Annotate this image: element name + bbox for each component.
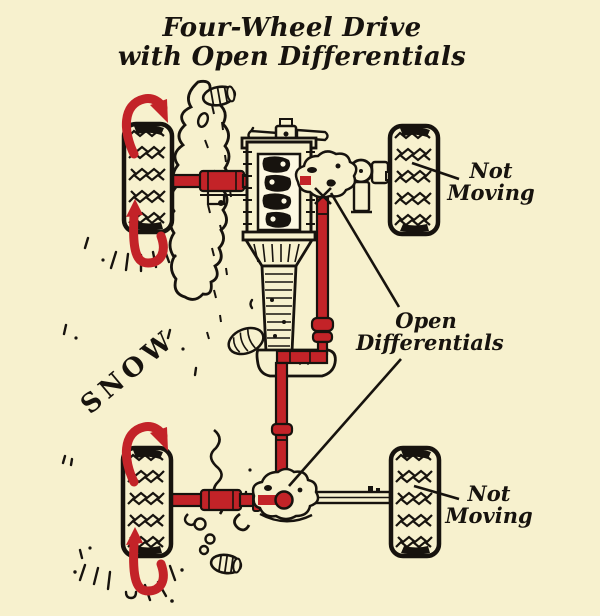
rotation-arrow-front-bottom	[126, 199, 168, 268]
blocked-x-mark	[314, 187, 332, 205]
rotation-arrow-front-top	[121, 94, 168, 159]
engine-cylinders	[262, 156, 292, 228]
label-open-differentials: Open Differentials	[356, 308, 504, 356]
front-driveshaft	[310, 184, 335, 356]
transfer-output-shaft	[275, 349, 329, 365]
pointer-line-front-not-moving	[411, 161, 460, 181]
rear-right-wheel	[391, 448, 439, 556]
label-not-moving-rear: Not Moving	[445, 481, 533, 529]
pointer-line-open-diff-front	[329, 192, 401, 308]
snow-chunk-top	[196, 85, 237, 128]
label-not-moving-front: Not Moving	[447, 158, 535, 206]
front-differential	[294, 150, 358, 199]
rear-left-halfshaft-powered	[169, 492, 205, 508]
front-right-wheel	[390, 126, 438, 234]
rear-driveshaft	[270, 361, 294, 491]
title-line-2: with Open Differentials	[117, 42, 467, 73]
pointer-line-open-diff-rear	[288, 358, 402, 487]
diagram-title: Four-Wheel Drive with Open Differentials	[0, 13, 584, 73]
rotation-arrow-rear-bottom	[126, 527, 168, 596]
snow-chunk-bottom	[209, 553, 243, 575]
front-left-halfshaft-powered	[170, 173, 204, 189]
rear-differential	[233, 467, 320, 532]
transmission	[227, 238, 315, 356]
pointer-line-rear-not-moving	[413, 484, 460, 501]
rotation-arrow-rear-top	[121, 422, 168, 487]
title-line-1: Four-Wheel Drive	[162, 13, 422, 43]
transmission-side-pod	[227, 326, 265, 356]
